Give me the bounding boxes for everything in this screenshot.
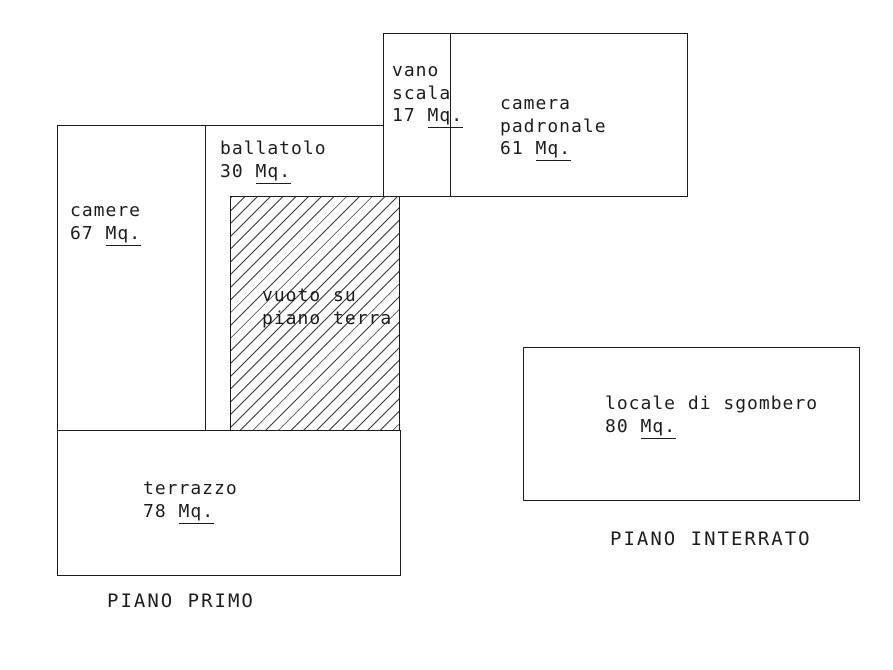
room-terrazzo-box: [57, 430, 401, 576]
room-label-terrazzo: terrazzo 78 Mq.: [143, 478, 238, 524]
floor-title-piano-interrato: PIANO INTERRATO: [610, 528, 812, 550]
room-name: ballatolo: [220, 138, 327, 159]
room-camera-padronale-box: [450, 33, 688, 197]
room-name: camere: [70, 200, 142, 221]
room-name: vano: [392, 60, 440, 81]
room-name: terrazzo: [143, 478, 238, 499]
room-name: scala: [392, 82, 452, 104]
room-vano-scala-box: [383, 33, 451, 197]
floor-title-piano-primo: PIANO PRIMO: [107, 590, 255, 612]
room-camere-box: [57, 125, 206, 431]
room-label-ballatolo: ballatolo 30 Mq.: [220, 138, 327, 184]
room-locale-sgombero-box: [523, 347, 860, 501]
room-area: 17 Mq.: [392, 105, 464, 128]
room-label-locale-sgombero: locale di sgombero 80 Mq.: [605, 393, 819, 439]
room-name: locale di sgombero: [605, 393, 819, 414]
room-area: 30 Mq.: [220, 160, 292, 184]
void-label: vuoto su piano terra: [262, 285, 393, 329]
room-label-camere: camere 67 Mq.: [70, 200, 142, 246]
room-label-vano-scala: vano scala 17 Mq.: [392, 60, 464, 128]
room-area: 67 Mq.: [70, 222, 142, 246]
room-name: padronale: [500, 115, 607, 137]
room-area: 78 Mq.: [143, 500, 215, 524]
room-area: 61 Mq.: [500, 138, 572, 161]
room-name: camera: [500, 93, 572, 114]
room-area: 80 Mq.: [605, 415, 677, 439]
room-label-camera-padronale: camera padronale 61 Mq.: [500, 93, 607, 161]
void-hatched-area: [230, 196, 400, 431]
